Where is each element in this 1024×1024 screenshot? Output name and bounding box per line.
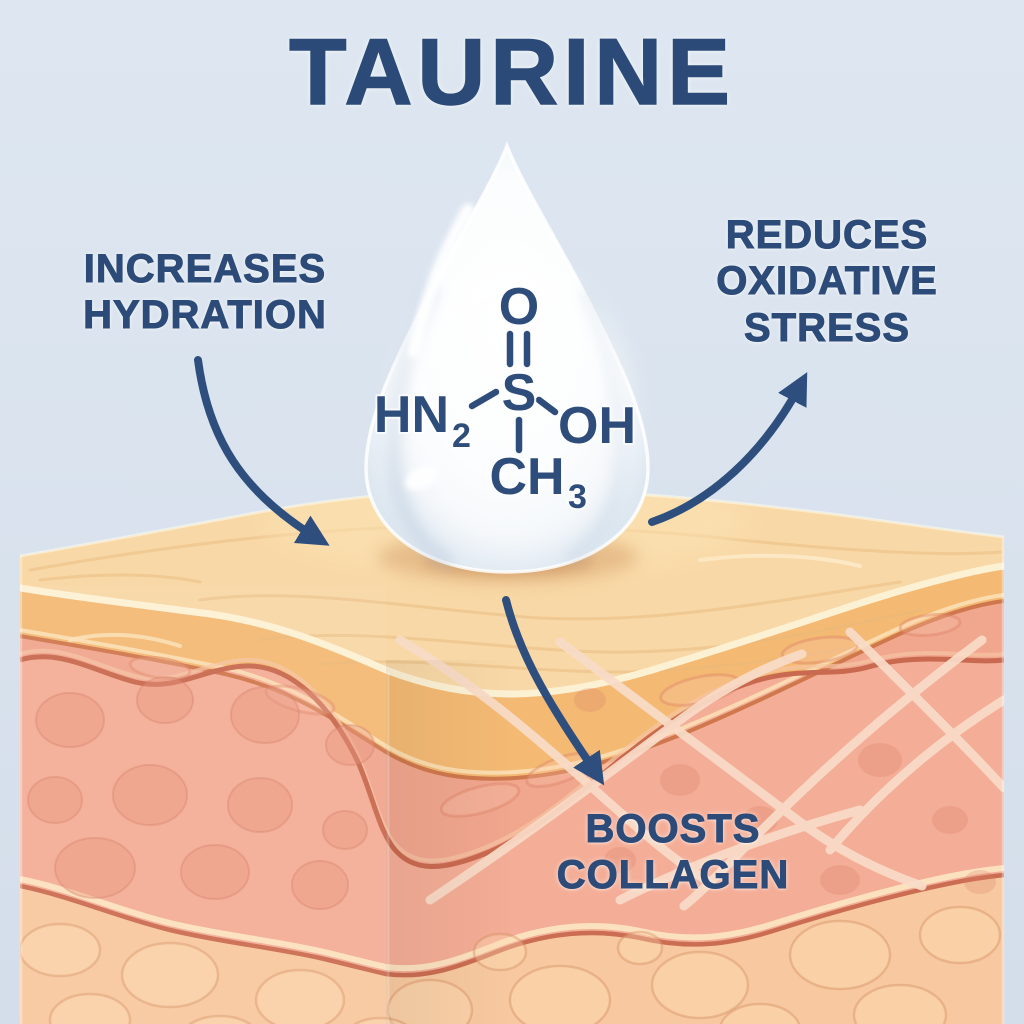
- label-reduces-oxidative-stress: REDUCES OXIDATIVE STRESS: [716, 212, 938, 351]
- label-increases-hydration: INCREASES HYDRATION: [83, 246, 327, 339]
- molecule-amine-label: HN: [374, 386, 449, 444]
- page-title: TAURINE: [288, 18, 735, 125]
- surface-highlight-squiggles: [68, 553, 862, 648]
- skin-cells-left: [27, 676, 375, 910]
- deep-dermis-layer: [20, 656, 1004, 1024]
- annotation-arrows: [194, 356, 808, 786]
- collagen-fibers: [395, 627, 1004, 911]
- molecule-amine-subscript: 2: [452, 417, 471, 455]
- water-droplet-icon: O S HN 2 OH CH 3: [364, 141, 650, 574]
- label-boosts-collagen: BOOSTS COLLAGEN: [556, 806, 790, 899]
- label-oxidative-line1: REDUCES: [725, 212, 929, 257]
- droplet-specular-dot: [405, 466, 437, 490]
- droplet-specular-streak: [407, 203, 475, 359]
- arrow-oxidative-icon: [648, 372, 808, 526]
- label-oxidative-line2: OXIDATIVE: [716, 259, 938, 304]
- molecule-hydroxyl-label: OH: [558, 397, 636, 455]
- molecule-sulfur-label: S: [502, 364, 537, 422]
- arrow-collagen-icon: [502, 596, 605, 786]
- molecule-oxygen-label: O: [499, 278, 539, 336]
- corner-shading: [386, 660, 516, 1024]
- label-collagen-line2: COLLAGEN: [556, 853, 790, 898]
- skin-cells-right: [574, 688, 996, 895]
- molecule-methyl-subscript: 3: [568, 478, 587, 516]
- skin-cross-section: [20, 488, 1004, 1024]
- label-hydration-line2: HYDRATION: [83, 293, 327, 338]
- left-face-tint: [20, 586, 386, 1024]
- droplet-inner-glow: [396, 266, 632, 550]
- label-hydration-line1: INCREASES: [83, 246, 327, 291]
- label-collagen-line1: BOOSTS: [585, 806, 761, 851]
- molecule-bonds: [468, 330, 559, 454]
- molecule-methyl-label: CH: [489, 448, 564, 506]
- label-oxidative-line3: STRESS: [743, 305, 911, 350]
- arrow-hydration-icon: [194, 356, 330, 546]
- taurine-molecule-structure: O S HN 2 OH CH 3: [372, 276, 638, 518]
